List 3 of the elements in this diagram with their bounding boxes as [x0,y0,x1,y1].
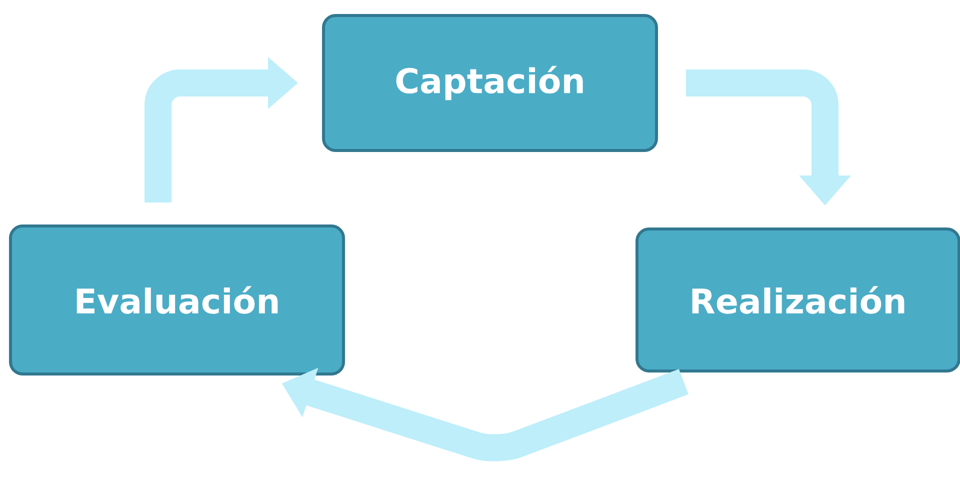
process-box: Evaluación [9,224,345,376]
process-box: Captación [322,14,658,152]
process-box: Realización [636,228,960,372]
